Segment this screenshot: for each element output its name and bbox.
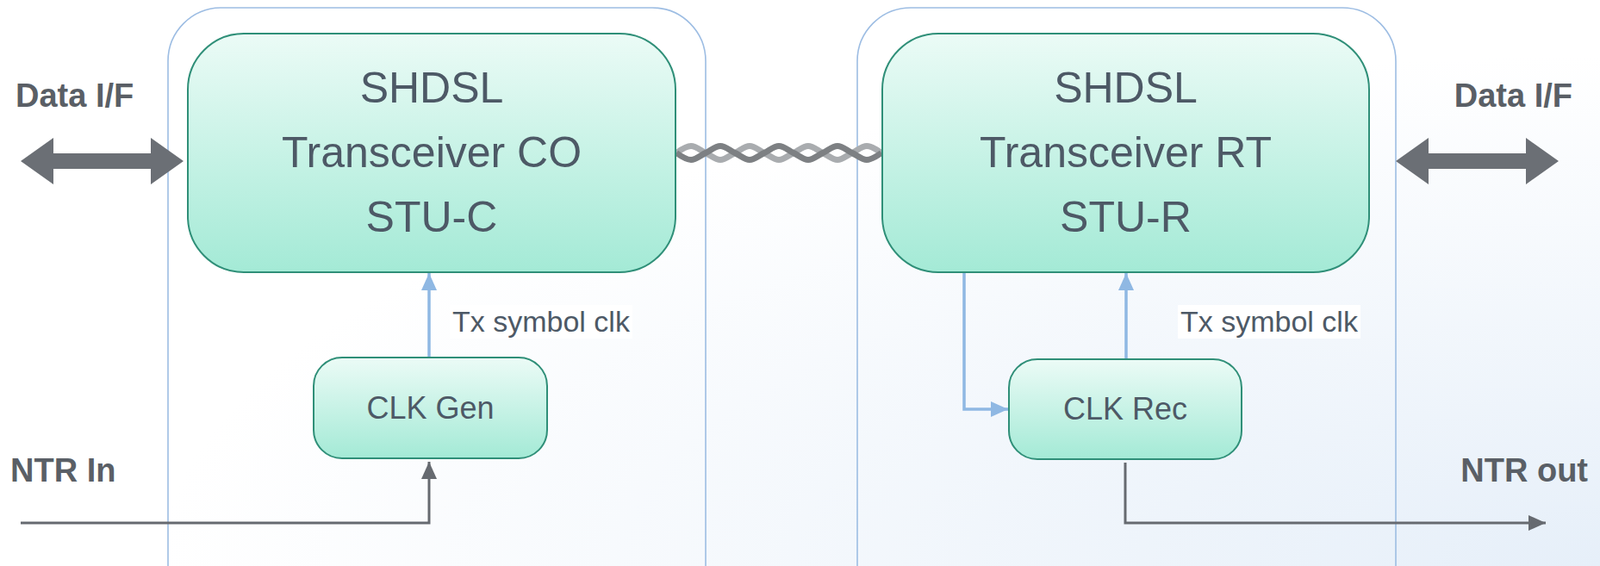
interface-label: Data I/F <box>15 77 134 115</box>
clock-connector <box>964 273 1009 410</box>
edge-label: Tx symbol clk <box>449 305 633 339</box>
data-interface-arrow <box>20 137 184 185</box>
node-text: CLK Gen <box>366 385 494 432</box>
edge-label: Tx symbol clk <box>1177 305 1361 339</box>
clock-box: CLK Rec <box>1008 358 1243 461</box>
cable-strand <box>676 146 882 161</box>
node-text: CLK Rec <box>1063 385 1188 433</box>
transceiver-box: SHDSL Transceiver CO STU-C <box>186 32 677 274</box>
node-text: SHDSL Transceiver RT STU-R <box>962 56 1290 250</box>
co-unit-outline <box>168 7 706 566</box>
signal-label: NTR In <box>10 452 116 490</box>
clock-connector <box>1124 273 1128 359</box>
node-text: SHDSL Transceiver CO STU-C <box>267 56 596 250</box>
data-interface-arrow <box>1395 137 1559 185</box>
twisted-pair <box>676 146 882 161</box>
signal-label: NTR out <box>1460 452 1588 490</box>
interface-label: Data I/F <box>1454 77 1573 115</box>
clock-connector <box>427 273 431 357</box>
clock-box: CLK Gen <box>312 356 548 460</box>
transceiver-box: SHDSL Transceiver RT STU-R <box>881 32 1370 274</box>
